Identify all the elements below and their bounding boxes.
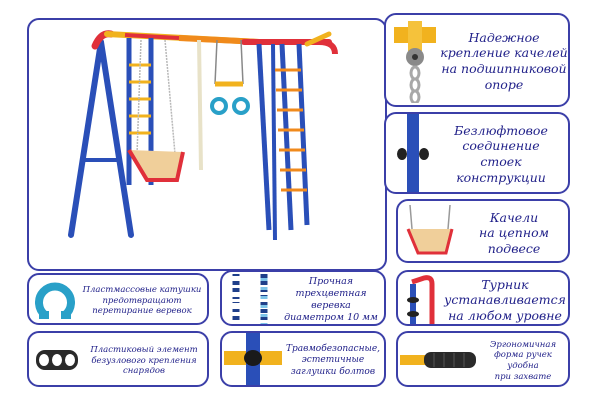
feature-plastic-element-caption: Пластиковый элемент безузлового креплени… xyxy=(90,345,198,377)
feature-caps: Травмобезопасные, эстетичные заглушки бо… xyxy=(220,331,386,387)
rope-icon xyxy=(232,274,268,324)
grip-handle-icon xyxy=(400,352,476,368)
feature-bar-caption: Турник устанавливается на любом уровне xyxy=(444,276,566,323)
main-product-frame xyxy=(27,18,387,271)
feature-plastic-element: Пластиковый элемент безузлового креплени… xyxy=(27,331,209,387)
feature-chain-swing-caption: Качели на цепном подвесе xyxy=(479,209,549,256)
playground-complex-illustration xyxy=(68,30,338,241)
feature-rope-caption: Прочная трехцветная веревка диаметром 10… xyxy=(284,276,378,323)
bolt-joint-icon xyxy=(397,114,429,192)
feature-spools-caption: Пластмассовые катушки предотвращают пере… xyxy=(82,285,202,317)
bolt-cap-icon xyxy=(224,333,282,385)
triple-ring-icon xyxy=(36,350,78,370)
spool-icon xyxy=(35,282,75,319)
feature-chain-swing: Качели на цепном подвесе xyxy=(396,199,570,263)
feature-bar: Турник устанавливается на любом уровне xyxy=(396,270,570,326)
chain-swing-icon xyxy=(406,205,454,255)
feature-grips: Эргономичная форма ручек удобна при захв… xyxy=(396,331,570,387)
feature-no-gap-caption: Безлюфтовое соединение стоек конструкции xyxy=(454,122,548,185)
bar-clamp-icon xyxy=(407,275,435,324)
bearing-pulley-icon xyxy=(394,21,436,103)
feature-bearing: Надежное крепление качелей на подшипнико… xyxy=(384,13,570,107)
feature-no-gap: Безлюфтовое соединение стоек конструкции xyxy=(384,112,570,194)
feature-grips-caption: Эргономичная форма ручек удобна при захв… xyxy=(489,339,557,382)
feature-rope: Прочная трехцветная веревка диаметром 10… xyxy=(220,270,386,326)
feature-spools: Пластмассовые катушки предотвращают пере… xyxy=(27,273,209,325)
feature-caps-caption: Травмобезопасные, эстетичные заглушки бо… xyxy=(285,344,381,377)
feature-bearing-caption: Надежное крепление качелей на подшипнико… xyxy=(440,29,568,92)
